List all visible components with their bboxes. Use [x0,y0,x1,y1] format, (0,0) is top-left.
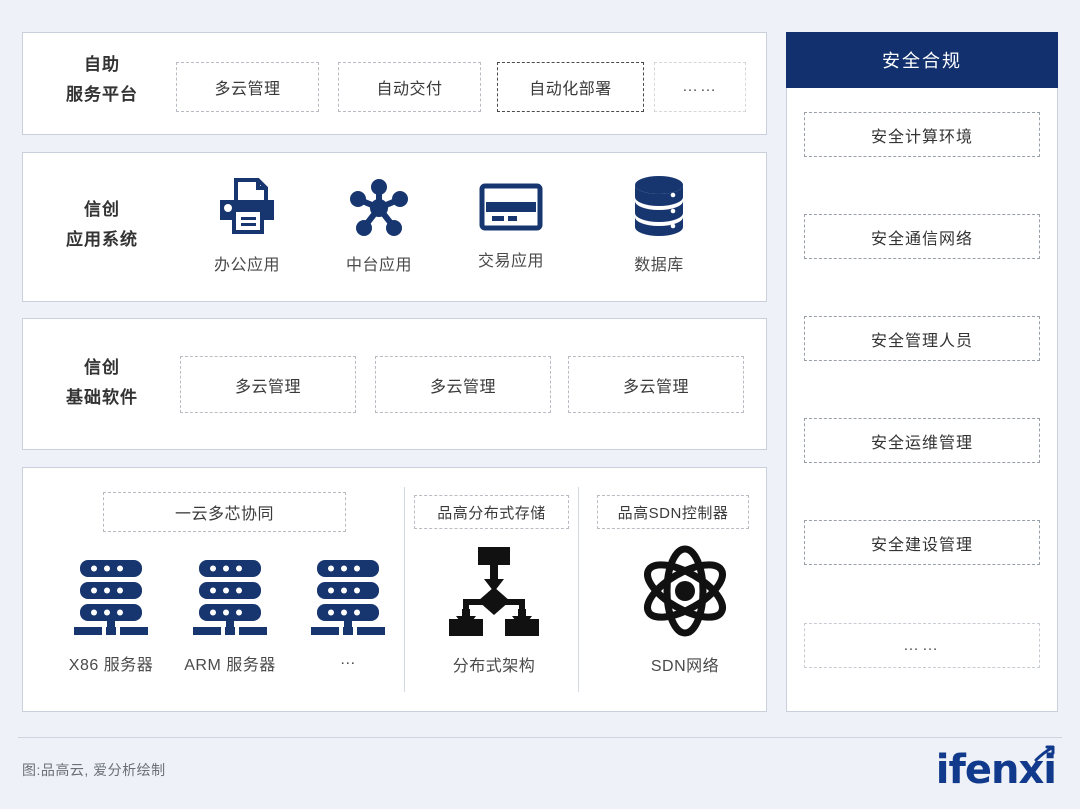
app-cell-middle-platform[interactable]: 中台应用 [320,178,438,275]
infra-cell-more-servers[interactable]: … [293,556,403,669]
row-label-line2: 服务平台 [66,85,138,104]
row-panel-base-software [22,318,767,450]
row-label-line1: 信创 [84,358,120,377]
chip-label: 自动交付 [376,81,443,98]
server-rack-icon [307,556,389,643]
chip-label: 多云管理 [429,378,496,396]
chip-base-software-1[interactable]: 多云管理 [180,356,356,413]
row-label-line2: 应用系统 [66,230,138,249]
row-label-base-software: 信创 基础软件 [22,353,182,413]
tag-label: 一云多芯协同 [174,506,274,523]
row-label-application-systems: 信创 应用系统 [22,195,182,255]
chip-base-software-3[interactable]: 多云管理 [568,356,744,413]
tag-label: 品高SDN控制器 [617,504,729,522]
infra-divider-1 [404,487,405,692]
row-panel-infrastructure [22,467,767,712]
tag-label: 品高分布式存储 [437,504,546,522]
row-panel-self-service [22,32,767,135]
chip-base-software-2[interactable]: 多云管理 [375,356,551,413]
source-caption: 图:品高云, 爱分析绘制 [22,762,166,778]
infra-cell-arm-server[interactable]: ARM 服务器 [175,556,285,675]
tag-distributed-storage[interactable]: 品高分布式存储 [414,495,569,529]
atom-icon [637,543,733,644]
chip-label: 多云管理 [214,81,281,98]
security-column-header: 安全合规 [786,32,1058,88]
security-item-label: …… [903,636,941,654]
flowchart-icon [446,543,542,644]
infra-caption: X86 服务器 [68,657,154,674]
infra-caption: … [339,651,357,668]
row-label-line1: 信创 [84,200,120,219]
security-item-ellipsis[interactable]: …… [804,623,1040,668]
security-header-label: 安全合规 [882,51,962,71]
app-cell-transaction[interactable]: 交易应用 [452,182,570,271]
row-label-line2: 基础软件 [66,388,138,407]
infra-cell-x86-server[interactable]: X86 服务器 [56,556,166,675]
credit-card-icon [478,182,544,239]
database-icon [630,174,688,243]
row-label-self-service: 自助 服务平台 [22,50,182,110]
infra-caption: SDN网络 [650,658,720,675]
security-item-communication-network[interactable]: 安全通信网络 [804,214,1040,259]
logo-wordmark: ifenxi [935,747,1057,793]
security-item-management-personnel[interactable]: 安全管理人员 [804,316,1040,361]
tag-sdn-controller[interactable]: 品高SDN控制器 [597,495,749,529]
app-caption: 中台应用 [345,257,412,274]
ifenxi-logo: ifenxi [935,747,1057,793]
tag-one-cloud-multi-chip[interactable]: 一云多芯协同 [103,492,346,532]
hub-network-icon [348,178,410,243]
logo-swoosh-icon [1034,745,1055,762]
chip-label: …… [682,78,718,95]
printer-icon [216,178,278,243]
infra-cell-distributed-architecture[interactable]: 分布式架构 [434,543,554,676]
chip-multi-cloud-management-1[interactable]: 多云管理 [176,62,319,112]
chip-auto-delivery[interactable]: 自动交付 [338,62,481,112]
security-column-body [786,88,1058,712]
app-cell-database[interactable]: 数据库 [600,174,718,275]
row-label-line1: 自助 [84,55,120,74]
security-item-label: 安全建设管理 [870,536,973,554]
infra-cell-sdn-network[interactable]: SDN网络 [625,543,745,676]
chip-label: 自动化部署 [529,81,612,98]
app-caption: 数据库 [634,257,684,274]
security-item-compute-environment[interactable]: 安全计算环境 [804,112,1040,157]
footer-divider [18,737,1062,738]
chip-automated-deployment[interactable]: 自动化部署 [497,62,644,112]
security-item-label: 安全运维管理 [870,434,973,452]
security-item-operations-management[interactable]: 安全运维管理 [804,418,1040,463]
security-item-label: 安全计算环境 [870,128,973,146]
chip-label: 多云管理 [234,378,301,396]
app-cell-office[interactable]: 办公应用 [188,178,306,275]
app-caption: 办公应用 [213,257,280,274]
security-item-label: 安全通信网络 [870,230,973,248]
server-rack-icon [70,556,152,643]
app-caption: 交易应用 [477,253,544,270]
infra-caption: 分布式架构 [452,658,536,675]
server-rack-icon [189,556,271,643]
security-item-construction-management[interactable]: 安全建设管理 [804,520,1040,565]
chip-label: 多云管理 [622,378,689,396]
infra-divider-2 [578,487,579,692]
security-item-label: 安全管理人员 [870,332,973,350]
infra-caption: ARM 服务器 [184,657,276,674]
chip-ellipsis-self-service[interactable]: …… [654,62,746,112]
